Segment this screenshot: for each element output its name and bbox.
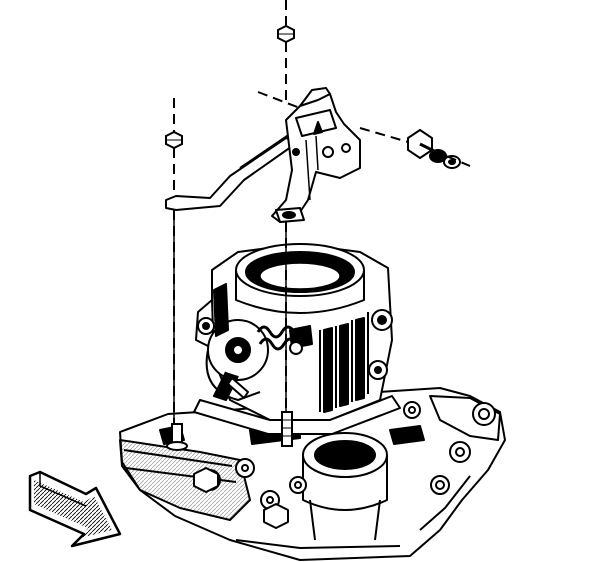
view-direction-arrow [28, 470, 122, 548]
mounting-stud [281, 411, 293, 447]
intake-manifold [119, 387, 506, 561]
bracket-bolt-nut [429, 149, 461, 169]
assembly-center-lines-solid [173, 210, 287, 424]
bracket-stud-nut [165, 130, 183, 150]
mounting-stud [166, 423, 188, 451]
bracket-stud-nut [277, 24, 295, 44]
throttle-body [193, 243, 401, 435]
throttle-cable-bracket [165, 87, 361, 223]
